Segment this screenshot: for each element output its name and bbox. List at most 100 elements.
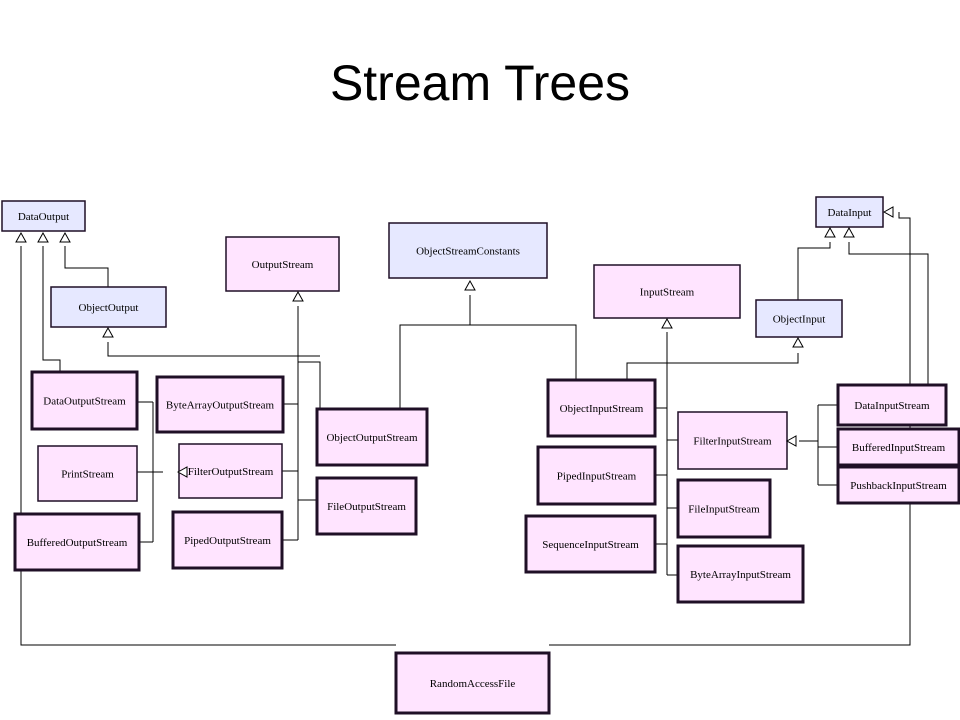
inheritance-arrow-icon xyxy=(59,231,71,243)
connector-line xyxy=(64,246,109,287)
node-box xyxy=(178,443,283,499)
node-label: DataOutputStream xyxy=(43,396,126,408)
node-label: BufferedInputStream xyxy=(852,442,946,454)
node-data-input: DataInput xyxy=(815,196,884,228)
node-label: PipedOutputStream xyxy=(184,535,271,547)
node-output-stream: OutputStream xyxy=(225,236,340,292)
connector-lines xyxy=(20,212,929,646)
node-object-input: ObjectInput xyxy=(755,299,843,338)
node-box xyxy=(546,378,657,438)
node-label: FilterOutputStream xyxy=(188,466,274,478)
node-label: DataOutput xyxy=(18,211,69,223)
node-data-output-stream: DataOutputStream xyxy=(30,370,139,431)
inheritance-arrows xyxy=(15,206,894,478)
connector-line xyxy=(42,246,61,372)
node-box xyxy=(676,478,772,539)
node-input-stream: InputStream xyxy=(593,264,741,319)
node-file-output-stream: FileOutputStream xyxy=(315,476,418,536)
node-label: FileInputStream xyxy=(688,504,760,516)
inheritance-arrow-icon xyxy=(37,231,49,243)
node-box xyxy=(155,375,285,434)
inheritance-arrow-icon xyxy=(15,231,27,243)
node-label: ObjectInput xyxy=(773,314,826,326)
node-box xyxy=(315,476,418,536)
connector-line xyxy=(797,242,831,300)
node-box xyxy=(755,299,843,338)
node-box xyxy=(30,370,139,431)
inheritance-arrow-icon xyxy=(824,226,836,238)
node-box xyxy=(836,383,948,427)
node-box xyxy=(225,236,340,292)
node-label: ByteArrayOutputStream xyxy=(166,400,275,412)
node-box xyxy=(536,445,657,506)
node-label: InputStream xyxy=(640,287,695,299)
inheritance-arrow-icon xyxy=(843,226,855,238)
node-label: PushbackInputStream xyxy=(850,480,947,492)
inheritance-arrow-icon xyxy=(661,317,673,329)
connector-line xyxy=(848,242,929,385)
node-label: RandomAccessFile xyxy=(430,678,516,690)
node-box xyxy=(815,196,884,228)
inheritance-arrow-icon xyxy=(792,336,804,348)
node-object-output: ObjectOutput xyxy=(50,286,167,328)
node-label: PipedInputStream xyxy=(557,471,637,483)
node-box xyxy=(388,222,548,279)
inheritance-arrow-icon xyxy=(464,279,476,291)
node-box xyxy=(524,514,657,574)
inheritance-arrow-icon xyxy=(882,206,894,218)
node-filter-output-stream: FilterOutputStream xyxy=(178,443,283,499)
node-box xyxy=(13,512,141,572)
node-box xyxy=(836,427,960,467)
connector-line xyxy=(549,212,911,646)
node-byte-array-input-stream: ByteArrayInputStream xyxy=(676,544,805,604)
node-box xyxy=(593,264,741,319)
inheritance-arrow-icon xyxy=(176,466,188,478)
connector-line xyxy=(399,324,577,409)
connector-line xyxy=(626,353,799,380)
class-diagram: DataOutputObjectOutputOutputStreamObject… xyxy=(1,196,960,715)
node-piped-output-stream: PipedOutputStream xyxy=(171,510,284,570)
inheritance-arrow-icon xyxy=(292,290,304,302)
node-box xyxy=(1,200,86,232)
connector-line xyxy=(20,246,396,646)
node-sequence-input-stream: SequenceInputStream xyxy=(524,514,657,574)
connector-line xyxy=(107,342,320,357)
node-buffered-output-stream: BufferedOutputStream xyxy=(13,512,141,572)
node-label: FileOutputStream xyxy=(327,501,406,513)
node-buffered-input-stream: BufferedInputStream xyxy=(836,427,960,467)
node-box xyxy=(50,286,167,328)
node-label: ObjectOutputStream xyxy=(326,432,417,444)
node-piped-input-stream: PipedInputStream xyxy=(536,445,657,506)
node-label: SequenceInputStream xyxy=(542,539,639,551)
node-object-output-stream: ObjectOutputStream xyxy=(315,407,429,467)
node-label: FilterInputStream xyxy=(693,436,772,448)
node-byte-array-output-stream: ByteArrayOutputStream xyxy=(155,375,285,434)
node-box xyxy=(836,465,960,505)
node-pushback-input-stream: PushbackInputStream xyxy=(836,465,960,505)
node-label: PrintStream xyxy=(61,469,114,481)
node-random-access-file: RandomAccessFile xyxy=(394,651,551,715)
node-box xyxy=(676,544,805,604)
node-label: DataInput xyxy=(828,207,872,219)
node-object-stream-constants: ObjectStreamConstants xyxy=(388,222,548,279)
class-boxes: DataOutputObjectOutputOutputStreamObject… xyxy=(1,196,960,715)
node-box xyxy=(37,445,138,502)
page-title: Stream Trees xyxy=(329,55,631,111)
inheritance-arrow-icon xyxy=(785,435,797,447)
node-box xyxy=(315,407,429,467)
inheritance-arrow-icon xyxy=(102,326,114,338)
node-label: DataInputStream xyxy=(854,400,930,412)
node-label: BufferedOutputStream xyxy=(27,537,128,549)
node-label: ObjectOutput xyxy=(79,302,139,314)
node-label: OutputStream xyxy=(252,259,314,271)
node-label: ObjectStreamConstants xyxy=(416,246,520,258)
node-data-output: DataOutput xyxy=(1,200,86,232)
node-filter-input-stream: FilterInputStream xyxy=(677,411,788,470)
node-box xyxy=(171,510,284,570)
node-data-input-stream: DataInputStream xyxy=(836,383,948,427)
node-print-stream: PrintStream xyxy=(37,445,138,502)
node-file-input-stream: FileInputStream xyxy=(676,478,772,539)
node-label: ByteArrayInputStream xyxy=(690,569,791,581)
node-object-input-stream: ObjectInputStream xyxy=(546,378,657,438)
node-label: ObjectInputStream xyxy=(560,403,644,415)
